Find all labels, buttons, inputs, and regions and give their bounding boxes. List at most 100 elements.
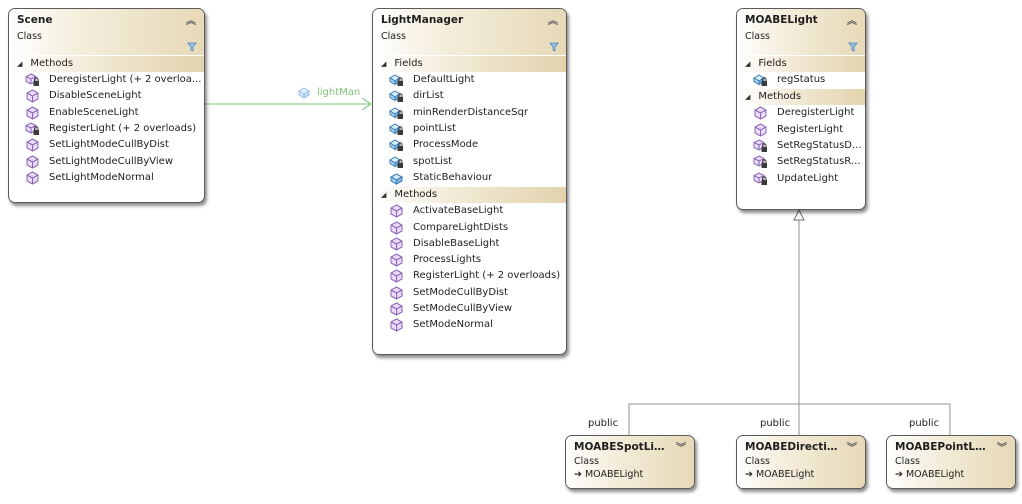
expand-chevron-icon[interactable]: ︾	[997, 443, 1007, 454]
section-collapse-icon[interactable]: ◢	[381, 191, 387, 200]
method-row[interactable]: SetRegStatusRe...	[737, 154, 865, 170]
expand-chevron-icon[interactable]: ︾	[847, 443, 857, 454]
method-public-icon	[390, 318, 403, 332]
member-name: UpdateLight	[777, 172, 839, 184]
method-row[interactable]: DisableBaseLight	[373, 236, 566, 252]
method-private-icon	[753, 139, 767, 153]
class-lightmanager[interactable]: LightManager Class ︽ ◢ Fields DefaultLig…	[372, 8, 567, 355]
member-name: RegisterLight	[777, 123, 844, 135]
section-collapse-icon[interactable]: ◢	[745, 60, 751, 68]
member-name: ActivateBaseLight	[413, 205, 504, 217]
fields-section-header[interactable]: ◢ Fields	[373, 55, 566, 72]
filter-icon[interactable]	[549, 42, 559, 52]
member-name: SetRegStatusD...	[777, 140, 862, 152]
field-row[interactable]: regStatus	[737, 72, 865, 88]
method-public-icon	[390, 204, 403, 218]
expand-chevron-icon[interactable]: ︾	[676, 443, 686, 454]
class-moabelight[interactable]: MOABELight Class ︽ ◢ Fields regStatus ◢ …	[736, 8, 866, 210]
section-title: Methods	[394, 189, 438, 201]
methods-section-header[interactable]: ◢ Methods	[9, 55, 204, 72]
field-row[interactable]: DefaultLight	[373, 72, 566, 88]
association-arrowhead	[361, 97, 372, 111]
member-name: DefaultLight	[413, 74, 475, 86]
class-scene[interactable]: Scene Class ︽ ◢ Methods DeregisterLight …	[8, 8, 205, 203]
property-icon	[298, 87, 310, 99]
field-row[interactable]: StaticBehaviour	[373, 170, 566, 186]
field-private-icon	[753, 74, 767, 87]
class-name: MOABELight	[745, 14, 818, 26]
member-name: DeregisterLight (+ 2 overloa...	[49, 74, 202, 86]
section-collapse-icon[interactable]: ◢	[381, 60, 387, 68]
member-name: SetLightModeNormal	[49, 171, 154, 183]
method-row[interactable]: SetModeNormal	[373, 317, 566, 333]
methods-list: DeregisterLight RegisterLight SetRegStat…	[737, 105, 865, 186]
collapse-chevron-icon[interactable]: ︽	[847, 16, 857, 27]
member-name: pointList	[413, 123, 456, 135]
member-name: StaticBehaviour	[413, 171, 493, 183]
filter-icon[interactable]	[187, 42, 197, 52]
fields-list: regStatus	[737, 72, 865, 88]
inherits-arrow-icon: ➔	[574, 469, 582, 480]
member-name: RegisterLight (+ 2 overloads)	[49, 123, 197, 135]
method-row[interactable]: ProcessLights	[373, 252, 566, 268]
class-moabespotlight[interactable]: MOABESpotLight Class ➔ MOABELight ︾	[565, 435, 695, 489]
section-title: Fields	[394, 58, 423, 69]
method-row[interactable]: RegisterLight (+ 2 overloads)	[9, 121, 204, 137]
method-row[interactable]: SetModeCullByView	[373, 301, 566, 317]
methods-list: ActivateBaseLight CompareLightDists Disa…	[373, 203, 566, 333]
method-row[interactable]: SetLightModeCullByDist	[9, 137, 204, 153]
class-name: Scene	[17, 14, 53, 26]
method-private-icon	[753, 172, 767, 185]
method-row[interactable]: SetLightModeNormal	[9, 170, 204, 186]
class-header[interactable]: MOABEPointLight Class ➔ MOABELight ︾	[887, 436, 1015, 488]
class-kind: Class	[17, 31, 42, 42]
method-row[interactable]: UpdateLight	[737, 170, 865, 186]
method-private-icon	[25, 122, 39, 136]
field-row[interactable]: minRenderDistanceSqr	[373, 105, 566, 121]
class-name: LightManager	[381, 14, 464, 26]
base-class-name: MOABELight	[584, 469, 644, 480]
collapse-chevron-icon[interactable]: ︽	[186, 16, 196, 27]
field-row[interactable]: ProcessMode	[373, 137, 566, 153]
method-row[interactable]: SetLightModeCullByView	[9, 153, 204, 169]
filter-icon[interactable]	[848, 42, 858, 52]
field-row[interactable]: spotList	[373, 153, 566, 169]
class-moabedirectionallight[interactable]: MOABEDirectio... Class ➔ MOABELight ︾	[736, 435, 866, 489]
class-header[interactable]: MOABESpotLight Class ➔ MOABELight ︾	[566, 436, 694, 488]
method-row[interactable]: RegisterLight (+ 2 overloads)	[373, 268, 566, 284]
member-name: dirList	[413, 90, 444, 102]
method-row[interactable]: CompareLightDists	[373, 219, 566, 235]
class-kind: Class	[895, 456, 920, 467]
field-row[interactable]: dirList	[373, 88, 566, 104]
methods-section-header[interactable]: ◢ Methods	[737, 88, 865, 106]
class-header[interactable]: Scene Class ︽	[9, 9, 204, 55]
field-row[interactable]: pointList	[373, 121, 566, 137]
base-class: ➔ MOABELight	[745, 469, 857, 480]
method-public-icon	[390, 302, 403, 316]
method-row[interactable]: DisableSceneLight	[9, 88, 204, 104]
method-row[interactable]: SetModeCullByDist	[373, 285, 566, 301]
method-row[interactable]: RegisterLight	[737, 122, 865, 138]
method-public-icon	[26, 171, 39, 185]
method-row[interactable]: DeregisterLight	[737, 105, 865, 121]
class-header[interactable]: LightManager Class ︽	[373, 9, 566, 55]
method-row[interactable]: DeregisterLight (+ 2 overloa...	[9, 72, 204, 88]
method-row[interactable]: SetRegStatusD...	[737, 138, 865, 154]
member-name: DisableSceneLight	[49, 90, 142, 102]
method-row[interactable]: ActivateBaseLight	[373, 203, 566, 219]
class-header[interactable]: MOABEDirectio... Class ➔ MOABELight ︾	[737, 436, 865, 488]
inheritance-arrowhead	[793, 208, 805, 221]
section-collapse-icon[interactable]: ◢	[745, 93, 751, 102]
fields-section-header[interactable]: ◢ Fields	[737, 55, 865, 72]
section-collapse-icon[interactable]: ◢	[17, 60, 23, 68]
collapse-chevron-icon[interactable]: ︽	[548, 16, 558, 27]
section-title: Methods	[30, 58, 74, 69]
class-header[interactable]: MOABELight Class ︽	[737, 9, 865, 55]
class-moabepointlight[interactable]: MOABEPointLight Class ➔ MOABELight ︾	[886, 435, 1016, 489]
method-row[interactable]: EnableSceneLight	[9, 105, 204, 121]
methods-section-header[interactable]: ◢ Methods	[373, 186, 566, 204]
member-name: SetRegStatusRe...	[777, 156, 865, 168]
member-name: SetModeCullByView	[413, 303, 513, 314]
inheritance-label-spot: public	[588, 418, 619, 429]
class-name: MOABEDirectio...	[745, 441, 839, 453]
